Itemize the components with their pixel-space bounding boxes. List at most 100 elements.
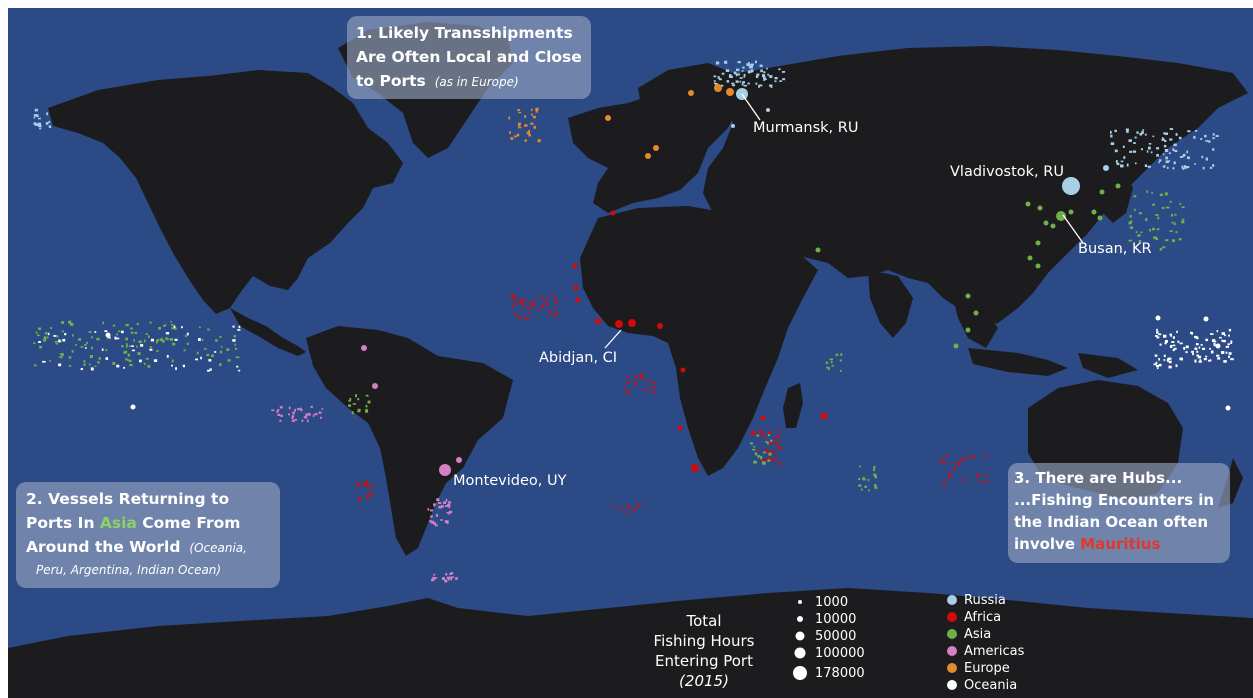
barents-russia-encounter [756, 73, 760, 76]
size-legend-title-1: Total [685, 612, 721, 630]
pacific-oceania-encounter [139, 359, 142, 363]
japan-asia-encounter [1154, 236, 1157, 239]
south-indian-encounter [947, 476, 950, 480]
size-legend-dot-1000 [798, 600, 802, 604]
bering-russia-encounter [45, 122, 49, 125]
south-indian-encounter [965, 456, 969, 460]
pacific-russia-encounter [1141, 131, 1144, 134]
oceania-east-encounter [1168, 357, 1172, 360]
argentina-americas-encounter [436, 498, 439, 501]
west-africa-encounter [532, 300, 535, 304]
pacific-asia-encounter [162, 339, 165, 343]
pacific-asia-encounter [61, 321, 65, 324]
pacific-asia-encounter [94, 365, 97, 367]
north-atlantic-europe-encounter [524, 139, 527, 142]
oceania-east-encounter [1185, 345, 1189, 349]
oceania-east-encounter [1209, 359, 1212, 361]
pacific-oceania-encounter [38, 341, 41, 343]
barents-russia-encounter [733, 71, 737, 75]
pacific-oceania-encounter [200, 356, 202, 360]
gulf-guinea-encounter [624, 387, 627, 390]
indian-asia-encounter [873, 468, 875, 472]
barents-russia-encounter [747, 82, 750, 85]
pacific-asia-encounter [134, 331, 138, 335]
south-indian-encounter [960, 458, 964, 462]
oceania-east-encounter [1202, 347, 1206, 350]
pacific-oceania-encounter [53, 335, 57, 337]
west-africa-encounter [542, 295, 545, 299]
pacific-oceania-encounter [214, 351, 217, 353]
pacific-russia-encounter [1202, 166, 1205, 170]
barents-russia-encounter [735, 80, 739, 83]
japan-asia-encounter [1171, 239, 1176, 243]
size-legend-title-3: Entering Port [655, 652, 753, 670]
south-indian-encounter [945, 454, 948, 457]
argentina-americas-encounter [445, 505, 449, 507]
argentina-americas-encounter [446, 512, 449, 514]
port-russia-sakhalin [1103, 165, 1109, 171]
bering-russia-encounter [34, 108, 38, 112]
pacific-russia-encounter [1179, 156, 1183, 158]
oceania-east-encounter [1200, 344, 1203, 346]
gulf-guinea-encounter [635, 375, 638, 378]
southern-americas-encounter [432, 576, 436, 579]
pacific-russia-encounter [1169, 128, 1174, 130]
port-americas-2 [456, 457, 462, 463]
region-legend-dot-europe [947, 663, 957, 673]
pacific-asia-encounter [147, 335, 150, 339]
oceania-east-encounter [1190, 331, 1193, 334]
indian-asia-encounter [874, 484, 877, 487]
south-indian-encounter [984, 454, 988, 457]
barents-russia-encounter [728, 75, 731, 78]
south-atlantic-encounter [627, 505, 631, 508]
southern-americas-encounter [431, 578, 434, 582]
pacific-russia-encounter [1164, 149, 1169, 152]
japan-asia-encounter [1175, 231, 1178, 234]
pacific-asia-encounter [196, 351, 199, 355]
west-africa-encounter [511, 305, 515, 308]
pacific-asia-encounter [86, 341, 88, 344]
region-legend: Russia Africa Asia Americas Europe Ocean… [947, 593, 1025, 693]
argentina-americas-encounter [438, 505, 442, 509]
mozambique-asia-encounter [754, 452, 758, 456]
pacific-asia-encounter [234, 343, 237, 346]
callout-3-line1: 3. There are Hubs... [1014, 469, 1182, 487]
port-americas-0 [361, 345, 367, 351]
pacific-russia-encounter [1146, 150, 1149, 153]
north-atlantic-europe-encounter [510, 137, 514, 140]
barents-russia-encounter [715, 61, 720, 65]
japan-asia-encounter [1159, 247, 1163, 251]
pacific-russia-encounter [1114, 149, 1118, 153]
pacific-russia-encounter [1140, 148, 1143, 151]
pacific-asia-encounter [136, 345, 138, 348]
pacific-russia-encounter [1120, 164, 1123, 167]
india [868, 270, 913, 338]
size-legend-year: (2015) [679, 672, 729, 690]
pacific-russia-encounter [1116, 162, 1120, 166]
peru-americas-encounter [303, 416, 308, 419]
oceania-east-encounter [1216, 330, 1219, 333]
label-abidjan: Abidjan, CI [539, 350, 617, 366]
pacific-oceania-encounter [116, 364, 120, 368]
mozambique-encounter [767, 431, 771, 435]
pacific-asia-encounter [71, 350, 74, 353]
bering-russia-encounter [48, 120, 51, 123]
japan-asia-encounter [1155, 214, 1159, 216]
pacific-russia-encounter [1205, 140, 1208, 142]
oceania-east-encounter [1164, 340, 1168, 343]
bering-russia-encounter [33, 116, 36, 119]
pacific-asia-encounter [163, 325, 165, 327]
peru-americas-encounter [291, 420, 295, 422]
maldives-asia-encounter [830, 360, 833, 364]
barents-russia-encounter [739, 80, 742, 83]
north-atlantic-europe-encounter [535, 110, 538, 113]
west-africa-encounter [513, 312, 517, 315]
barents-russia-encounter [760, 69, 763, 72]
port-asia-5 [1035, 263, 1041, 269]
callout-1-line2: Are Often Local and Close [356, 48, 582, 66]
region-legend-dot-americas [947, 646, 957, 656]
pacific-asia-encounter [143, 362, 146, 365]
pacific-russia-encounter [1207, 140, 1211, 143]
region-legend-label-oceania: Oceania [964, 678, 1017, 693]
pacific-russia-encounter [1200, 138, 1203, 140]
